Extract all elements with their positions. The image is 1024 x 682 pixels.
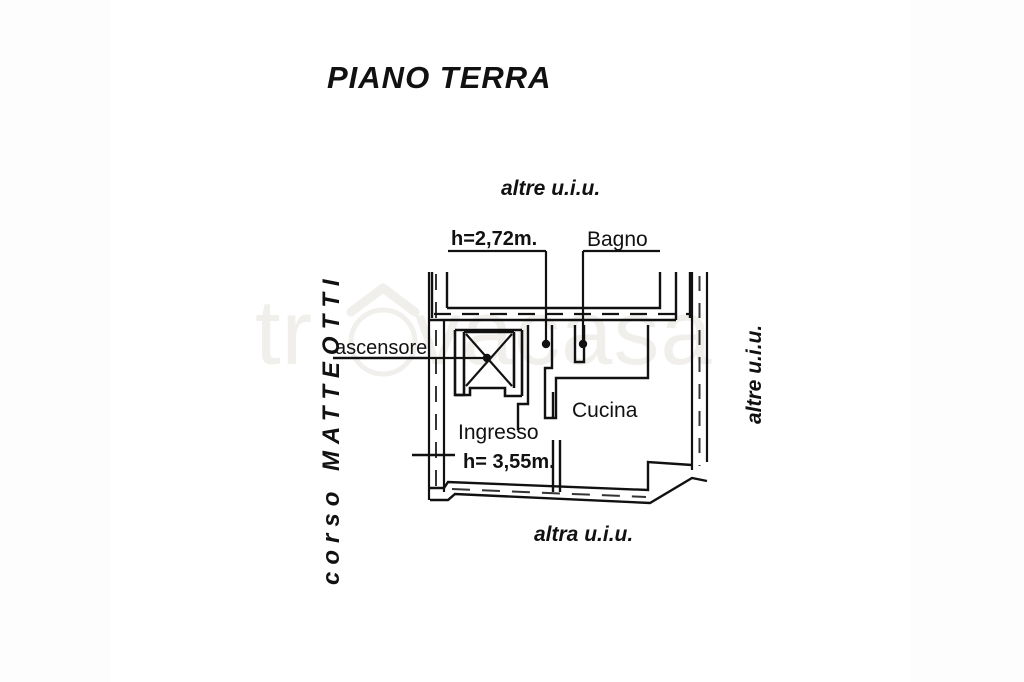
leader-dot-height-upper bbox=[541, 339, 551, 349]
label-height-upper: h=2,72m. bbox=[451, 228, 538, 250]
page-title: PIANO TERRA bbox=[327, 60, 552, 95]
leader-dot-ascensore bbox=[482, 353, 492, 363]
label-top-neighbour: altre u.i.u. bbox=[501, 177, 601, 200]
paper-sheet bbox=[110, 0, 910, 682]
label-ascensore: ascensore bbox=[335, 337, 428, 359]
elevator-shaft-walls bbox=[453, 328, 524, 398]
label-ingresso: Ingresso bbox=[458, 421, 539, 444]
label-right-neighbour: altre u.i.u. bbox=[743, 324, 766, 424]
wall-top-band bbox=[430, 272, 692, 322]
label-bottom-neighbour: altra u.i.u. bbox=[534, 523, 634, 546]
partition-ingresso-jamb bbox=[551, 440, 562, 492]
wall-left-outer bbox=[427, 272, 446, 500]
leader-height-upper bbox=[448, 249, 548, 343]
leader-bagno bbox=[581, 249, 660, 343]
wall-right-outer bbox=[690, 272, 709, 470]
label-bagno: Bagno bbox=[587, 228, 648, 251]
partition-elevator-right bbox=[516, 325, 530, 430]
wall-hatch-bottom bbox=[451, 488, 647, 498]
label-street: corso MATTEOTTI bbox=[318, 272, 345, 585]
label-height-lower: h= 3,55m. bbox=[463, 451, 555, 473]
label-cucina: Cucina bbox=[572, 399, 638, 422]
partition-bagno-cucina bbox=[543, 325, 650, 420]
wall-bottom-outer bbox=[429, 460, 708, 505]
leader-dot-bagno bbox=[578, 339, 588, 349]
